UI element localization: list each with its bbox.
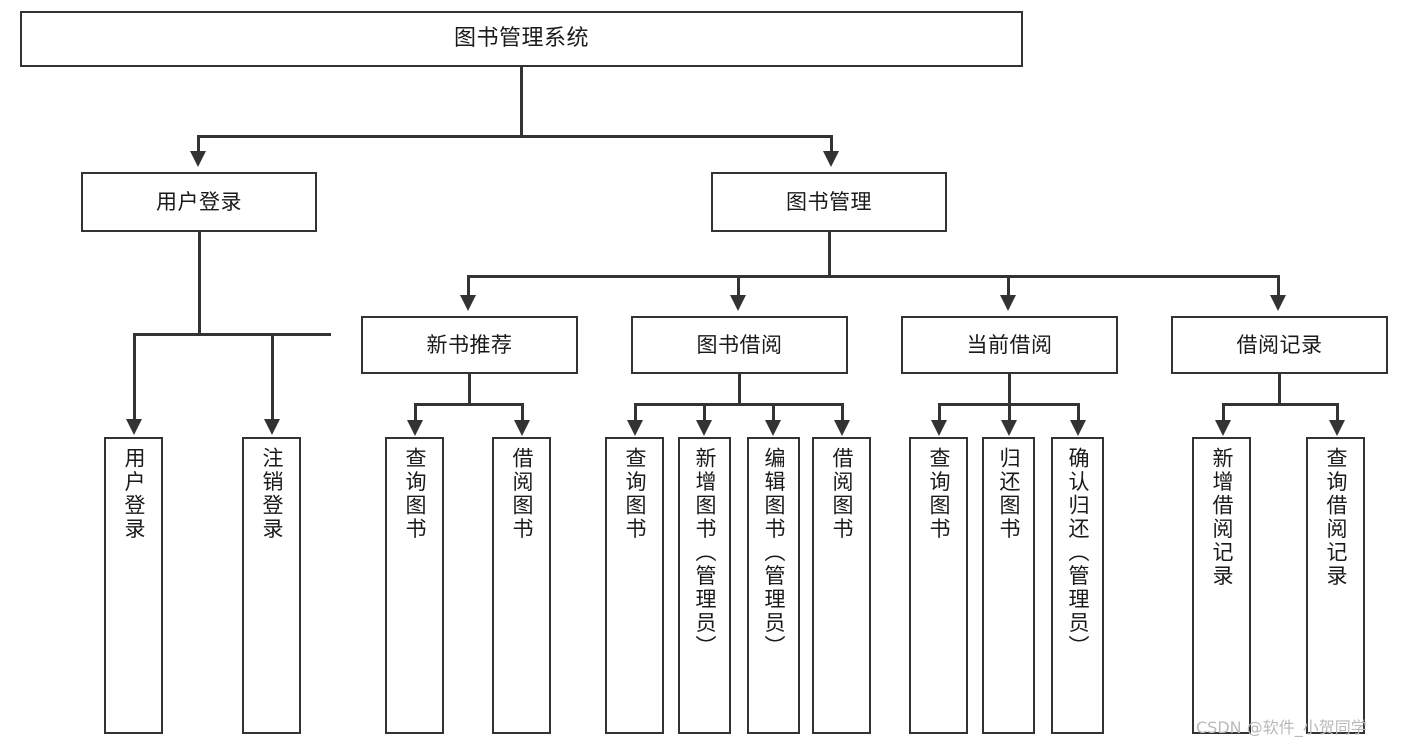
connector-bookborrow-bus (634, 403, 844, 406)
connector-bookborrow-drop-2 (703, 403, 706, 420)
node-label: 归还图书 (997, 447, 1021, 541)
connector-borrowrecord-bus (1222, 403, 1338, 406)
node-label: 查询借阅记录 (1324, 447, 1348, 588)
node-borrow-record[interactable]: 借阅记录 (1171, 316, 1388, 374)
arrowhead-currentborrow-1 (931, 420, 947, 436)
connector-tier2-bus (197, 135, 832, 138)
connector-newbook-bus (414, 403, 524, 406)
arrowhead-userlogin-2 (264, 419, 280, 435)
arrowhead-tier3-2 (730, 295, 746, 311)
connector-userlogin-drop-2 (271, 333, 274, 419)
arrowhead-newbook-1 (407, 420, 423, 436)
connector-tier3-bus (467, 275, 1279, 278)
node-label: 借阅图书 (510, 447, 534, 541)
node-label: 注销登录 (260, 447, 284, 541)
node-label: 查询图书 (623, 447, 647, 541)
node-book-borrow[interactable]: 图书借阅 (631, 316, 848, 374)
node-label: 编辑图书（管理员） (762, 447, 786, 659)
arrowhead-borrowrecord-2 (1329, 420, 1345, 436)
node-label: 图书管理系统 (453, 26, 589, 52)
connector-tier3-drop-4 (1277, 275, 1280, 295)
connector-tier3-drop-1 (467, 275, 470, 295)
connector-userlogin-drop-1 (133, 333, 136, 419)
connector-bookborrow-stem (738, 374, 741, 405)
node-label: 借阅图书 (830, 447, 854, 541)
node-book-management[interactable]: 图书管理 (711, 172, 947, 232)
node-current-borrow[interactable]: 当前借阅 (901, 316, 1118, 374)
connector-currentborrow-drop-1 (938, 403, 941, 420)
node-label: 图书借阅 (696, 332, 783, 357)
node-root-system[interactable]: 图书管理系统 (20, 11, 1023, 67)
connector-bookmgmt-stem (828, 232, 831, 277)
node-label: 新增图书（管理员） (693, 447, 717, 659)
arrowhead-tier3-3 (1000, 295, 1016, 311)
node-label: 用户登录 (156, 189, 242, 214)
node-label: 查询图书 (927, 447, 951, 541)
leaf-borrow-book[interactable]: 借阅图书 (812, 437, 871, 734)
connector-borrowrecord-drop-2 (1336, 403, 1339, 420)
node-label: 新增借阅记录 (1210, 447, 1234, 588)
leaf-add-borrow-record[interactable]: 新增借阅记录 (1192, 437, 1251, 734)
connector-newbook-drop-1 (414, 403, 417, 420)
leaf-query-book-borrow[interactable]: 查询图书 (605, 437, 664, 734)
connector-root-stem (520, 67, 523, 137)
arrowhead-bookborrow-3 (765, 420, 781, 436)
connector-newbook-drop-2 (521, 403, 524, 420)
arrowhead-currentborrow-2 (1001, 420, 1017, 436)
connector-userlogin-bus (133, 333, 331, 336)
arrowhead-bookborrow-2 (696, 420, 712, 436)
leaf-confirm-return-admin[interactable]: 确认归还（管理员） (1051, 437, 1104, 734)
connector-newbook-stem (468, 374, 471, 405)
watermark-text: CSDN @软件_小贺同学 (1196, 718, 1367, 737)
node-label: 用户登录 (122, 447, 146, 541)
node-new-book-recommend[interactable]: 新书推荐 (361, 316, 578, 374)
leaf-query-book-current[interactable]: 查询图书 (909, 437, 968, 734)
connector-bookborrow-drop-4 (841, 403, 844, 420)
arrowhead-userlogin-1 (126, 419, 142, 435)
connector-tier2-drop-1 (197, 135, 200, 153)
leaf-borrow-book-newbook[interactable]: 借阅图书 (492, 437, 551, 734)
arrowhead-bookborrow-4 (834, 420, 850, 436)
arrowhead-tier2-1 (190, 151, 206, 167)
arrowhead-bookborrow-1 (627, 420, 643, 436)
node-label: 确认归还（管理员） (1066, 447, 1090, 659)
leaf-query-book-newbook[interactable]: 查询图书 (385, 437, 444, 734)
connector-userlogin-stem (198, 232, 201, 335)
connector-currentborrow-stem (1008, 374, 1011, 405)
connector-borrowrecord-stem (1278, 374, 1281, 405)
node-label: 新书推荐 (426, 332, 513, 357)
connector-tier2-drop-2 (830, 135, 833, 153)
leaf-user-login[interactable]: 用户登录 (104, 437, 163, 734)
leaf-query-borrow-record[interactable]: 查询借阅记录 (1306, 437, 1365, 734)
arrowhead-tier3-1 (460, 295, 476, 311)
connector-borrowrecord-drop-1 (1222, 403, 1225, 420)
connector-currentborrow-drop-2 (1008, 403, 1011, 420)
arrowhead-newbook-2 (514, 420, 530, 436)
node-label: 当前借阅 (966, 332, 1053, 357)
arrowhead-tier2-2 (823, 151, 839, 167)
connector-bookborrow-drop-3 (772, 403, 775, 420)
node-user-login[interactable]: 用户登录 (81, 172, 317, 232)
node-label: 查询图书 (403, 447, 427, 541)
node-label: 图书管理 (786, 189, 872, 214)
leaf-return-book[interactable]: 归还图书 (982, 437, 1035, 734)
connector-tier3-drop-3 (1007, 275, 1010, 295)
leaf-edit-book-admin[interactable]: 编辑图书（管理员） (747, 437, 800, 734)
connector-bookborrow-drop-1 (634, 403, 637, 420)
arrowhead-borrowrecord-1 (1215, 420, 1231, 436)
arrowhead-currentborrow-3 (1070, 420, 1086, 436)
arrowhead-tier3-4 (1270, 295, 1286, 311)
node-label: 借阅记录 (1236, 332, 1323, 357)
leaf-logout[interactable]: 注销登录 (242, 437, 301, 734)
connector-tier3-drop-2 (737, 275, 740, 295)
connector-currentborrow-drop-3 (1077, 403, 1080, 420)
leaf-add-book-admin[interactable]: 新增图书（管理员） (678, 437, 731, 734)
